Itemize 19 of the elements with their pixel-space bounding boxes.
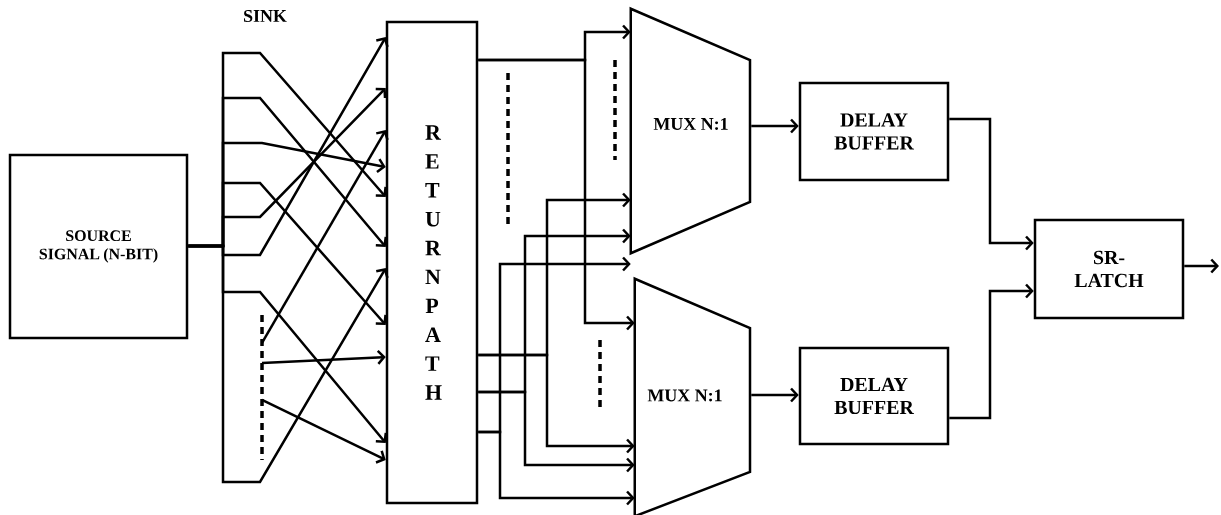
- latch-box: SR-LATCH: [1033, 218, 1185, 320]
- arrow: [949, 117, 1034, 251]
- arrow: [478, 430, 635, 506]
- arrow: [751, 387, 799, 403]
- arrow: [478, 58, 635, 331]
- delay-buffer-box: DELAY BUFFER: [798, 346, 950, 446]
- arrow: [188, 244, 389, 484]
- arrow: [261, 350, 386, 365]
- return-path-box: R E T U R N P A T H: [385, 20, 479, 505]
- source-box: SOURCE SIGNAL (N-BIT): [8, 153, 189, 340]
- bus-label: SINK: [244, 9, 287, 22]
- arrow: [1184, 258, 1219, 274]
- arrow: [261, 398, 386, 464]
- arrow: [478, 353, 635, 454]
- arrow: [751, 118, 799, 134]
- delay-buffer-box: DELAY BUFFER: [798, 81, 950, 182]
- arrow: [949, 283, 1034, 420]
- arrow: [478, 390, 635, 473]
- arrow: [260, 130, 389, 344]
